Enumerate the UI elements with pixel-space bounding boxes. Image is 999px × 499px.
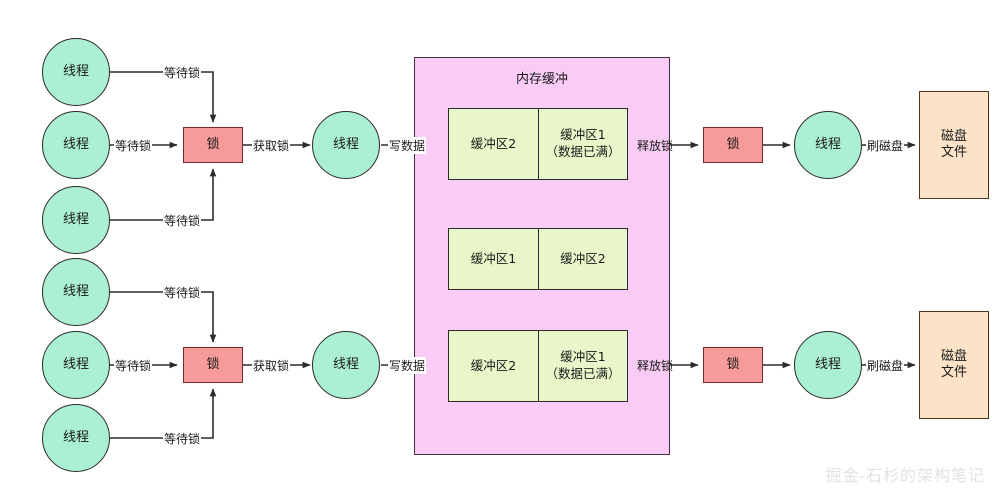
buffer-cell-name: 缓冲区2 (470, 135, 517, 151)
edge-label-wait-lock: 等待锁 (163, 284, 202, 301)
node-label: 线程 (62, 283, 89, 299)
node-label: 锁 (726, 356, 740, 372)
edge-label-wait-lock: 等待锁 (114, 357, 153, 374)
flusher-thread-circle: 线程 (794, 331, 862, 399)
disk-file-label-line2: 文件 (940, 145, 967, 160)
edge-label-release-lock: 释放锁 (637, 359, 674, 373)
buffer-cell: 缓冲区2 (449, 109, 538, 179)
edge-label-wait-lock: 等待锁 (163, 430, 202, 447)
buffer-cell-name: 缓冲区2 (470, 357, 517, 373)
flusher-lock-box: 锁 (703, 127, 763, 163)
buffer-cell: 缓冲区1 (449, 229, 538, 289)
buffer-cell-name: 缓冲区1 (470, 250, 517, 266)
edge-label-wait-lock: 等待锁 (163, 212, 202, 229)
writer-thread-circle: 线程 (312, 331, 380, 399)
node-label: 锁 (726, 136, 740, 152)
disk-file-box: 磁盘 文件 (919, 311, 989, 419)
buffer-row: 缓冲区1 缓冲区2 (448, 228, 628, 290)
buffer-cell-note: （数据已满） (545, 366, 621, 381)
buffer-cell: 缓冲区2 (538, 229, 627, 289)
memory-buffer-title: 内存缓冲 (515, 72, 568, 87)
node-label: 锁 (206, 356, 220, 372)
waiting-thread-circle: 线程 (42, 404, 110, 472)
edge-label-wait-lock: 等待锁 (114, 137, 153, 154)
writer-thread-circle: 线程 (312, 111, 380, 179)
node-label: 线程 (62, 429, 89, 445)
node-label: 线程 (62, 136, 89, 152)
waiting-thread-circle: 线程 (42, 111, 110, 179)
disk-file-box: 磁盘 文件 (919, 91, 989, 199)
node-label: 线程 (62, 356, 89, 372)
buffer-row: 缓冲区2 缓冲区1 （数据已满） (448, 330, 628, 402)
buffer-cell-note: （数据已满） (545, 144, 621, 159)
disk-file-label-line2: 文件 (940, 365, 967, 380)
flusher-lock-box: 锁 (703, 347, 763, 383)
node-label: 线程 (814, 136, 841, 152)
node-label: 线程 (332, 136, 359, 152)
disk-file-label-line1: 磁盘 (940, 348, 967, 364)
disk-file-label-line1: 磁盘 (940, 128, 967, 144)
waiting-thread-circle: 线程 (42, 331, 110, 399)
edge-label-flush-disk: 刷磁盘 (866, 357, 905, 374)
flusher-thread-circle: 线程 (794, 111, 862, 179)
edge-label-write-data: 写数据 (388, 357, 427, 374)
buffer-cell: 缓冲区1 （数据已满） (538, 109, 627, 179)
waiting-thread-circle: 线程 (42, 38, 110, 106)
watermark: 掘金-石杉的架构笔记 (825, 466, 985, 485)
buffer-cell-name: 缓冲区1 (560, 127, 606, 143)
buffer-cell-name: 缓冲区2 (560, 250, 606, 266)
waiting-thread-circle: 线程 (42, 186, 110, 254)
waiting-thread-circle: 线程 (42, 258, 110, 326)
node-label: 线程 (814, 356, 841, 372)
edge-label-acquire-lock: 获取锁 (252, 137, 291, 154)
edge-label-release-lock: 释放锁 (637, 139, 674, 153)
node-label: 线程 (332, 356, 359, 372)
node-label: 线程 (62, 211, 89, 227)
lock-box: 锁 (183, 127, 243, 163)
node-label: 锁 (206, 136, 220, 152)
lock-box: 锁 (183, 347, 243, 383)
edge-label-acquire-lock: 获取锁 (252, 357, 291, 374)
buffer-cell-name: 缓冲区1 (560, 349, 606, 365)
edge-label-write-data: 写数据 (388, 137, 427, 154)
node-label: 线程 (62, 63, 89, 79)
edge-label-flush-disk: 刷磁盘 (866, 137, 905, 154)
buffer-cell: 缓冲区2 (449, 331, 538, 401)
edge-label-wait-lock: 等待锁 (163, 64, 202, 81)
buffer-row: 缓冲区2 缓冲区1 （数据已满） (448, 108, 628, 180)
buffer-cell: 缓冲区1 （数据已满） (538, 331, 627, 401)
